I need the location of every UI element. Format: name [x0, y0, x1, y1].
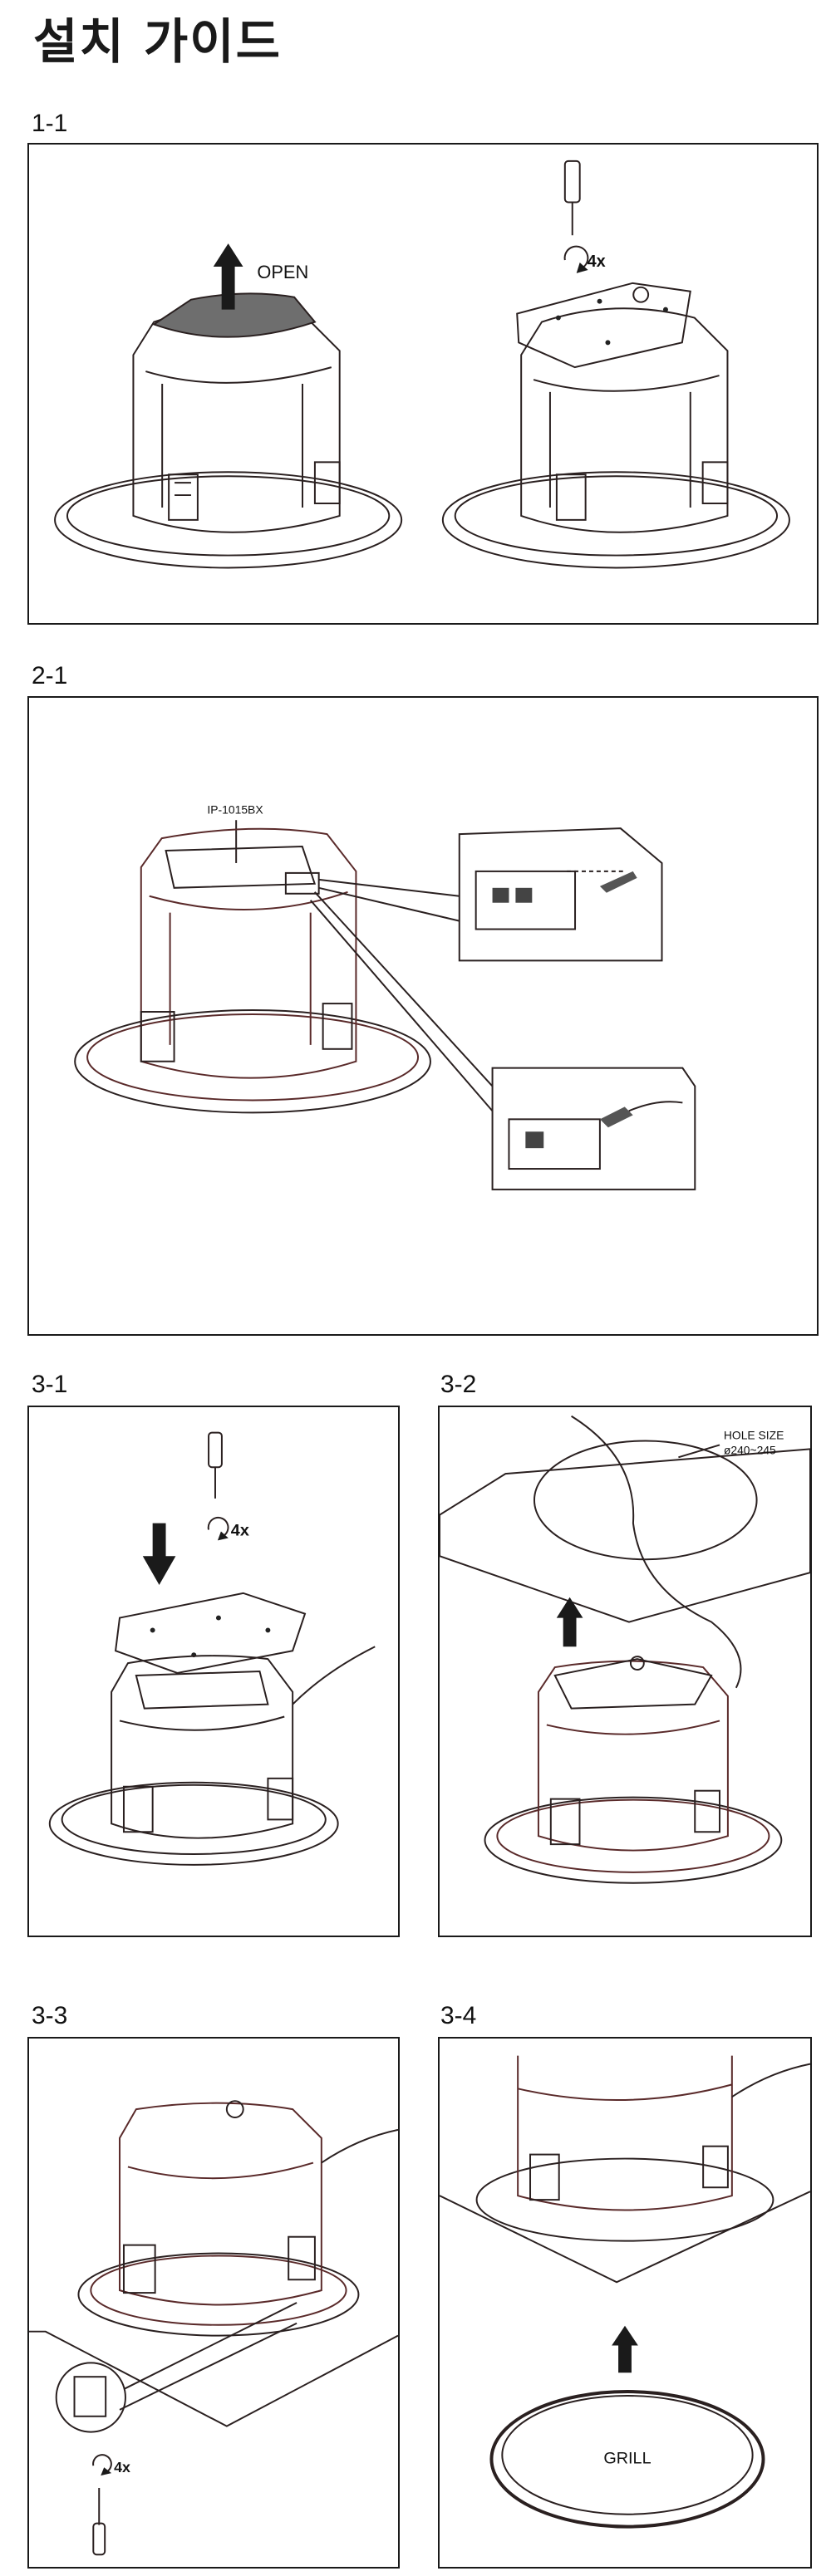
panel-step-2-1: IP-1015BX — [27, 696, 819, 1336]
screwdriver-icon — [563, 159, 581, 236]
panel-step-3-1: 4x — [27, 1406, 400, 1937]
open-label: OPEN — [257, 262, 308, 282]
screw-count-label: 4x — [231, 1521, 249, 1539]
step-label-1-1: 1-1 — [32, 110, 68, 137]
zoom-callout-network — [491, 1067, 696, 1190]
illustration-step-3-1: 4x — [48, 1431, 376, 1866]
screw-count-label: 4x — [588, 253, 606, 271]
ceiling-board — [440, 1440, 810, 1623]
illustration-step-1-1: OPEN 4x — [54, 159, 790, 569]
speaker-with-module — [74, 827, 431, 1114]
cover-plate — [114, 1592, 307, 1675]
grill-ring — [489, 2390, 765, 2529]
illustration-step-3-3: 4x — [29, 2100, 398, 2556]
screw-count-label: 4x — [114, 2459, 130, 2475]
step-label-2-1: 2-1 — [32, 662, 68, 689]
module-label: IP-1015BX — [207, 802, 263, 816]
grill-label: GRILL — [603, 2449, 651, 2467]
panel-step-3-4: GRILL — [438, 2037, 812, 2569]
page-title: 설치 가이드 — [33, 13, 282, 70]
rotate-icon — [207, 1516, 229, 1541]
panel-step-1-1: OPEN 4x — [27, 143, 819, 625]
screwdriver-icon — [208, 1431, 223, 1499]
up-arrow-icon — [612, 2325, 638, 2373]
step-label-3-3: 3-3 — [32, 2002, 68, 2029]
panel-step-3-2: HOLE SIZE ø240~245 — [438, 1406, 812, 1937]
illustration-step-2-1: IP-1015BX — [74, 802, 696, 1190]
speaker-housing-closed — [441, 282, 790, 569]
speaker-housing — [484, 1656, 783, 1884]
up-arrow-icon — [556, 1597, 583, 1647]
zoom-callout-power — [458, 827, 663, 962]
zoom-callout-clamp — [55, 2302, 297, 2433]
speaker-housing — [77, 2100, 398, 2337]
illustration-step-3-2: HOLE SIZE ø240~245 — [440, 1415, 810, 1884]
step-label-3-2: 3-2 — [440, 1371, 477, 1398]
speaker-housing-open — [54, 292, 403, 569]
rotate-icon — [92, 2454, 112, 2476]
open-arrow-icon — [213, 243, 243, 310]
speaker-housing-installed — [475, 2055, 810, 2242]
rotate-icon — [563, 245, 589, 273]
hole-size-title: HOLE SIZE — [724, 1429, 784, 1442]
down-arrow-icon — [142, 1523, 176, 1585]
speaker-housing — [48, 1646, 376, 1866]
illustration-step-3-4: GRILL — [440, 2055, 810, 2529]
panel-step-3-3: 4x — [27, 2037, 400, 2569]
step-label-3-4: 3-4 — [440, 2002, 477, 2029]
screwdriver-icon — [92, 2487, 106, 2556]
step-label-3-1: 3-1 — [32, 1371, 68, 1398]
hole-size-value: ø240~245 — [724, 1443, 776, 1456]
